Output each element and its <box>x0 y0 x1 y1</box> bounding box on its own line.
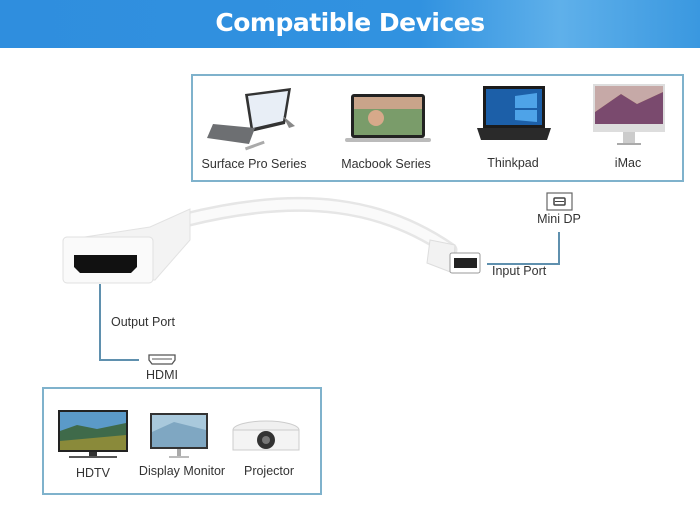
thinkpad-icon <box>477 86 551 140</box>
input-leader-line <box>487 263 560 265</box>
input-port-label: Input Port <box>492 264 547 278</box>
device-label-hdtv: HDTV <box>75 466 111 480</box>
hdmi-port-icon <box>148 354 176 365</box>
device-label-imac: iMac <box>614 156 642 170</box>
hdmi-label: HDMI <box>146 368 178 382</box>
imac-icon <box>593 84 665 145</box>
output-port-label: Output Port <box>111 315 175 329</box>
mini-dp-label: Mini DP <box>537 212 581 226</box>
mini-dp-port-icon <box>546 192 573 211</box>
monitor-icon <box>150 413 208 458</box>
output-leader-line <box>99 284 101 361</box>
adapter-cable-image <box>62 196 481 284</box>
device-label-thinkpad: Thinkpad <box>487 156 539 170</box>
projector-icon <box>232 420 300 451</box>
device-label-projector: Projector <box>243 464 295 478</box>
header-banner: Compatible Devices <box>0 0 700 48</box>
surface-icon <box>207 88 295 151</box>
tv-icon <box>58 410 128 458</box>
page-title: Compatible Devices <box>215 8 485 37</box>
output-leader-line <box>99 359 139 361</box>
input-leader-line <box>558 232 560 265</box>
macbook-icon <box>345 94 431 142</box>
device-label-display-monitor: Display Monitor <box>138 464 226 478</box>
device-label-macbook: Macbook Series <box>341 157 431 171</box>
device-label-surface-pro: Surface Pro Series <box>201 157 307 171</box>
